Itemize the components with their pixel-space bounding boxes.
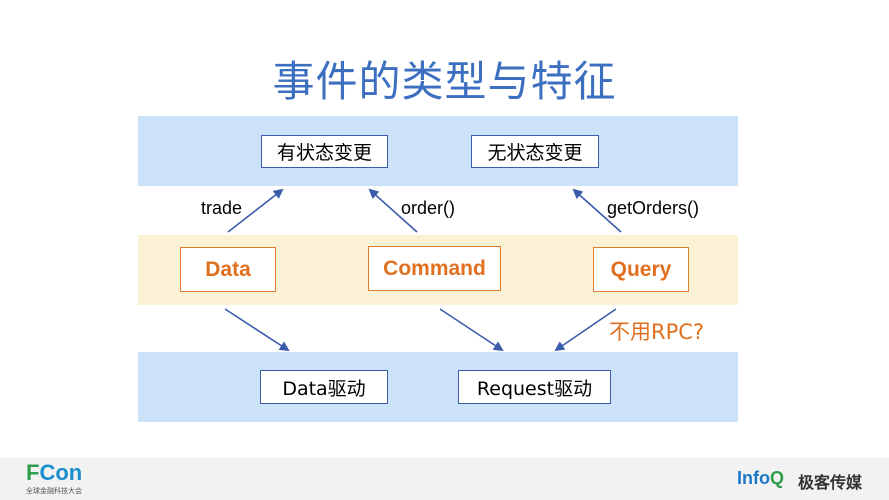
- data-to-stateful-arrow: [227, 188, 284, 233]
- command-box: Command: [368, 246, 501, 291]
- data-box: Data: [180, 247, 276, 292]
- get-orders-label: getOrders(): [607, 198, 700, 218]
- stateful-band: [138, 116, 738, 186]
- footer-bar: FCon 全球金融科技大会 InfoQ 极客传媒: [0, 458, 889, 500]
- page-title: 事件的类型与特征: [272, 57, 617, 106]
- command-to-request-driven-arrow: [439, 308, 504, 352]
- fcon-logo: FCon: [26, 460, 83, 485]
- command-to-stateful-arrow: [368, 188, 418, 233]
- infoq-logo: InfoQ: [737, 468, 785, 488]
- data-to-data-driven-arrow: [224, 308, 290, 352]
- request-driven-box: Request驱动: [458, 370, 611, 404]
- query-to-request-driven-arrow: [554, 308, 617, 352]
- stateful-change-box: 有状态变更: [261, 135, 388, 168]
- no-rpc-note: 不用RPC?: [609, 320, 705, 344]
- infoq-chinese-name: 极客传媒: [798, 473, 863, 492]
- driver-band: [138, 352, 738, 422]
- data-driven-box: Data驱动: [260, 370, 388, 404]
- fcon-subtitle: 全球金融科技大会: [26, 487, 82, 495]
- trade-label: trade: [201, 198, 243, 218]
- stateless-change-box: 无状态变更: [471, 135, 599, 168]
- query-to-stateless-arrow: [572, 188, 622, 233]
- query-box: Query: [593, 247, 689, 292]
- order-label: order(): [401, 198, 456, 218]
